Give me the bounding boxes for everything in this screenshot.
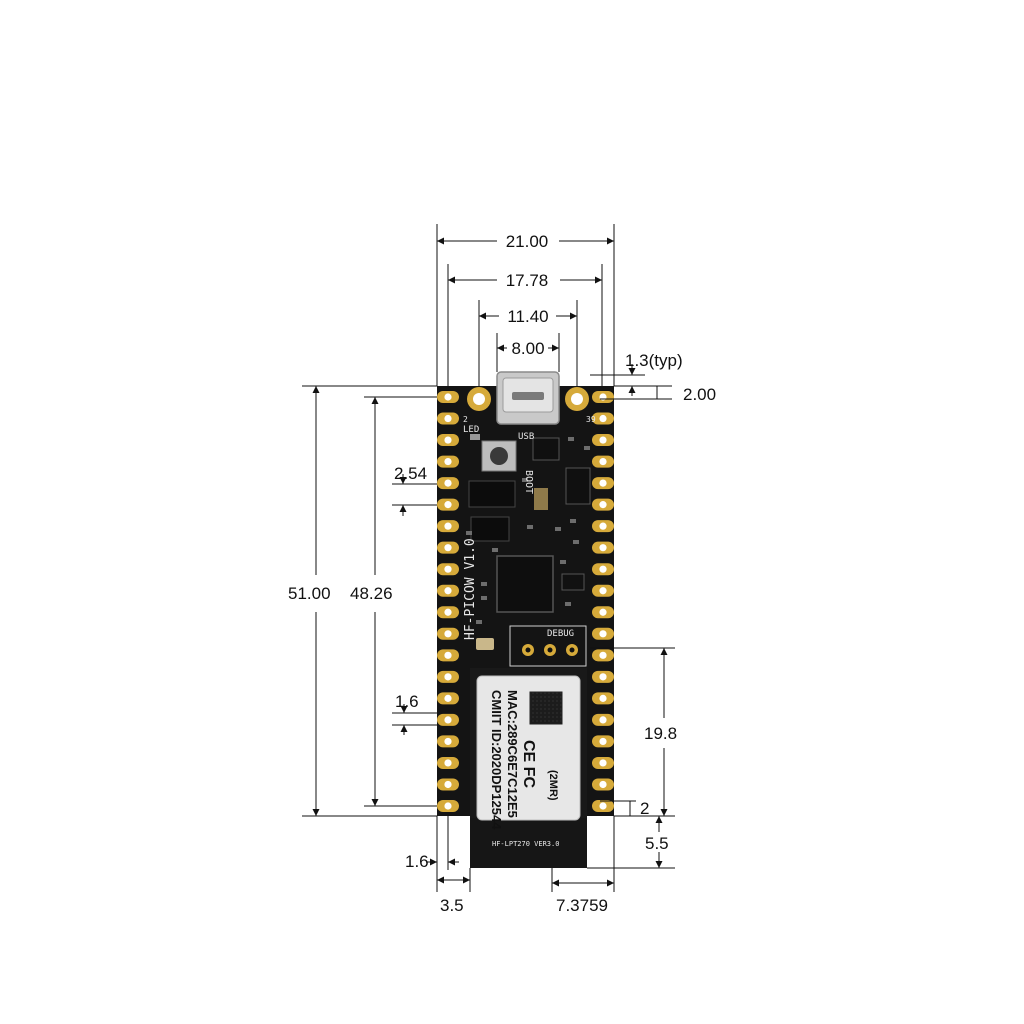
dim-hole-offset-typ: 1.3(typ) — [625, 351, 683, 370]
dim-width-overall: 21.00 — [506, 232, 549, 251]
dim-pin-span: 17.78 — [506, 271, 549, 290]
castellated-pad — [592, 649, 614, 662]
dim-pin-pitch: 2.54 — [394, 464, 427, 483]
antenna-overhang — [470, 816, 587, 868]
castellated-pad — [437, 606, 459, 619]
module-antenna-text: HF-LPT270 VER3.0 — [492, 840, 559, 848]
dim-hole-span: 11.40 — [507, 307, 548, 326]
dim-usb-width: 8.00 — [511, 339, 544, 358]
castellated-pad — [437, 584, 459, 597]
led-component — [470, 434, 480, 440]
dim-antenna-overhang: 5.5 — [645, 834, 669, 853]
dimension-labels: 21.00 17.78 11.40 8.00 1.3(typ) 2.00 2.5… — [288, 232, 716, 915]
boot-silk-label: BOOT — [523, 470, 534, 494]
module-mac-text: MAC:289C6E7C12E5 — [505, 690, 520, 818]
module-ce-fc-mark: CE FC — [520, 740, 537, 788]
castellated-pad — [592, 391, 614, 403]
module-model-mark: (2MR) — [547, 770, 559, 801]
castellated-pad — [437, 391, 459, 403]
castellated-pad — [437, 412, 459, 425]
led-silk-label: LED — [463, 425, 479, 435]
debug-silk-label: DEBUG — [547, 629, 574, 639]
mcu-chip — [496, 555, 554, 613]
ic-chip-1 — [468, 480, 516, 508]
castellated-pad — [592, 778, 614, 791]
castellated-pad — [437, 670, 459, 683]
dim-antenna-left: 3.5 — [440, 896, 464, 915]
castellated-pad — [437, 434, 459, 447]
castellated-pad — [592, 434, 614, 447]
dim-bottom-offset: 2 — [640, 799, 649, 818]
dim-top-offset: 2.00 — [683, 385, 716, 404]
pin-2-label: 2 — [463, 415, 468, 424]
regulator — [565, 467, 591, 505]
castellated-pad — [437, 778, 459, 791]
smd-components — [466, 437, 590, 624]
qr-code — [529, 691, 563, 725]
castellated-pad — [592, 541, 614, 554]
dim-pin-length-span: 48.26 — [350, 584, 393, 603]
castellated-pad — [592, 584, 614, 597]
dim-length-overall: 51.00 — [288, 584, 331, 603]
castellated-pad — [437, 498, 459, 511]
module-cmiit-text: CMIIT ID:2020DP12544 — [489, 690, 504, 830]
dim-pad-width: 1.6 — [395, 692, 419, 711]
castellated-pad — [592, 412, 614, 425]
castellated-pad — [437, 649, 459, 662]
castellated-pad — [592, 498, 614, 511]
left-pin-column — [437, 391, 459, 812]
dim-bottom-left-offset: 1.6 — [405, 852, 429, 871]
castellated-pad — [437, 800, 459, 812]
boot-button — [481, 440, 517, 472]
dim-module-length: 19.8 — [644, 724, 677, 743]
wifi-module: MAC:289C6E7C12E5 CMIIT ID:2020DP12544 CE… — [470, 668, 587, 848]
castellated-pad — [592, 455, 614, 468]
castellated-pad — [592, 713, 614, 726]
flash-chip — [561, 573, 585, 591]
castellated-pad — [437, 477, 459, 490]
usb-connector — [496, 371, 560, 425]
pcb-board: LED USB 2 39 BOOT HF-PICOW V1.0 DEBUG MA… — [437, 371, 614, 868]
castellated-pad — [437, 756, 459, 769]
castellated-pad — [437, 563, 459, 576]
board-name-label: HF-PICOW V1.0 — [463, 538, 478, 640]
castellated-pad — [592, 477, 614, 490]
castellated-pad — [437, 455, 459, 468]
castellated-pad — [592, 756, 614, 769]
dimension-lines — [302, 224, 675, 892]
inductor — [532, 437, 560, 461]
crystal — [476, 638, 494, 650]
ic-chip-2 — [470, 516, 510, 542]
castellated-pad — [437, 692, 459, 705]
castellated-pad — [437, 713, 459, 726]
castellated-pad — [592, 692, 614, 705]
castellated-pad — [592, 606, 614, 619]
debug-header — [509, 625, 587, 667]
usb-silk-label: USB — [518, 432, 534, 442]
castellated-pad — [592, 627, 614, 640]
capacitor — [534, 488, 548, 510]
mounting-hole-right — [565, 387, 589, 411]
castellated-pad — [592, 563, 614, 576]
castellated-pad — [437, 627, 459, 640]
castellated-pad — [592, 735, 614, 748]
dim-antenna-right: 7.3759 — [556, 896, 608, 915]
castellated-pad — [437, 520, 459, 533]
castellated-pad — [592, 670, 614, 683]
castellated-pad — [592, 520, 614, 533]
castellated-pad — [592, 800, 614, 812]
right-pin-column — [592, 391, 614, 812]
mounting-hole-left — [467, 387, 491, 411]
pin-39-label: 39 — [586, 415, 596, 424]
castellated-pad — [437, 735, 459, 748]
castellated-pad — [437, 541, 459, 554]
